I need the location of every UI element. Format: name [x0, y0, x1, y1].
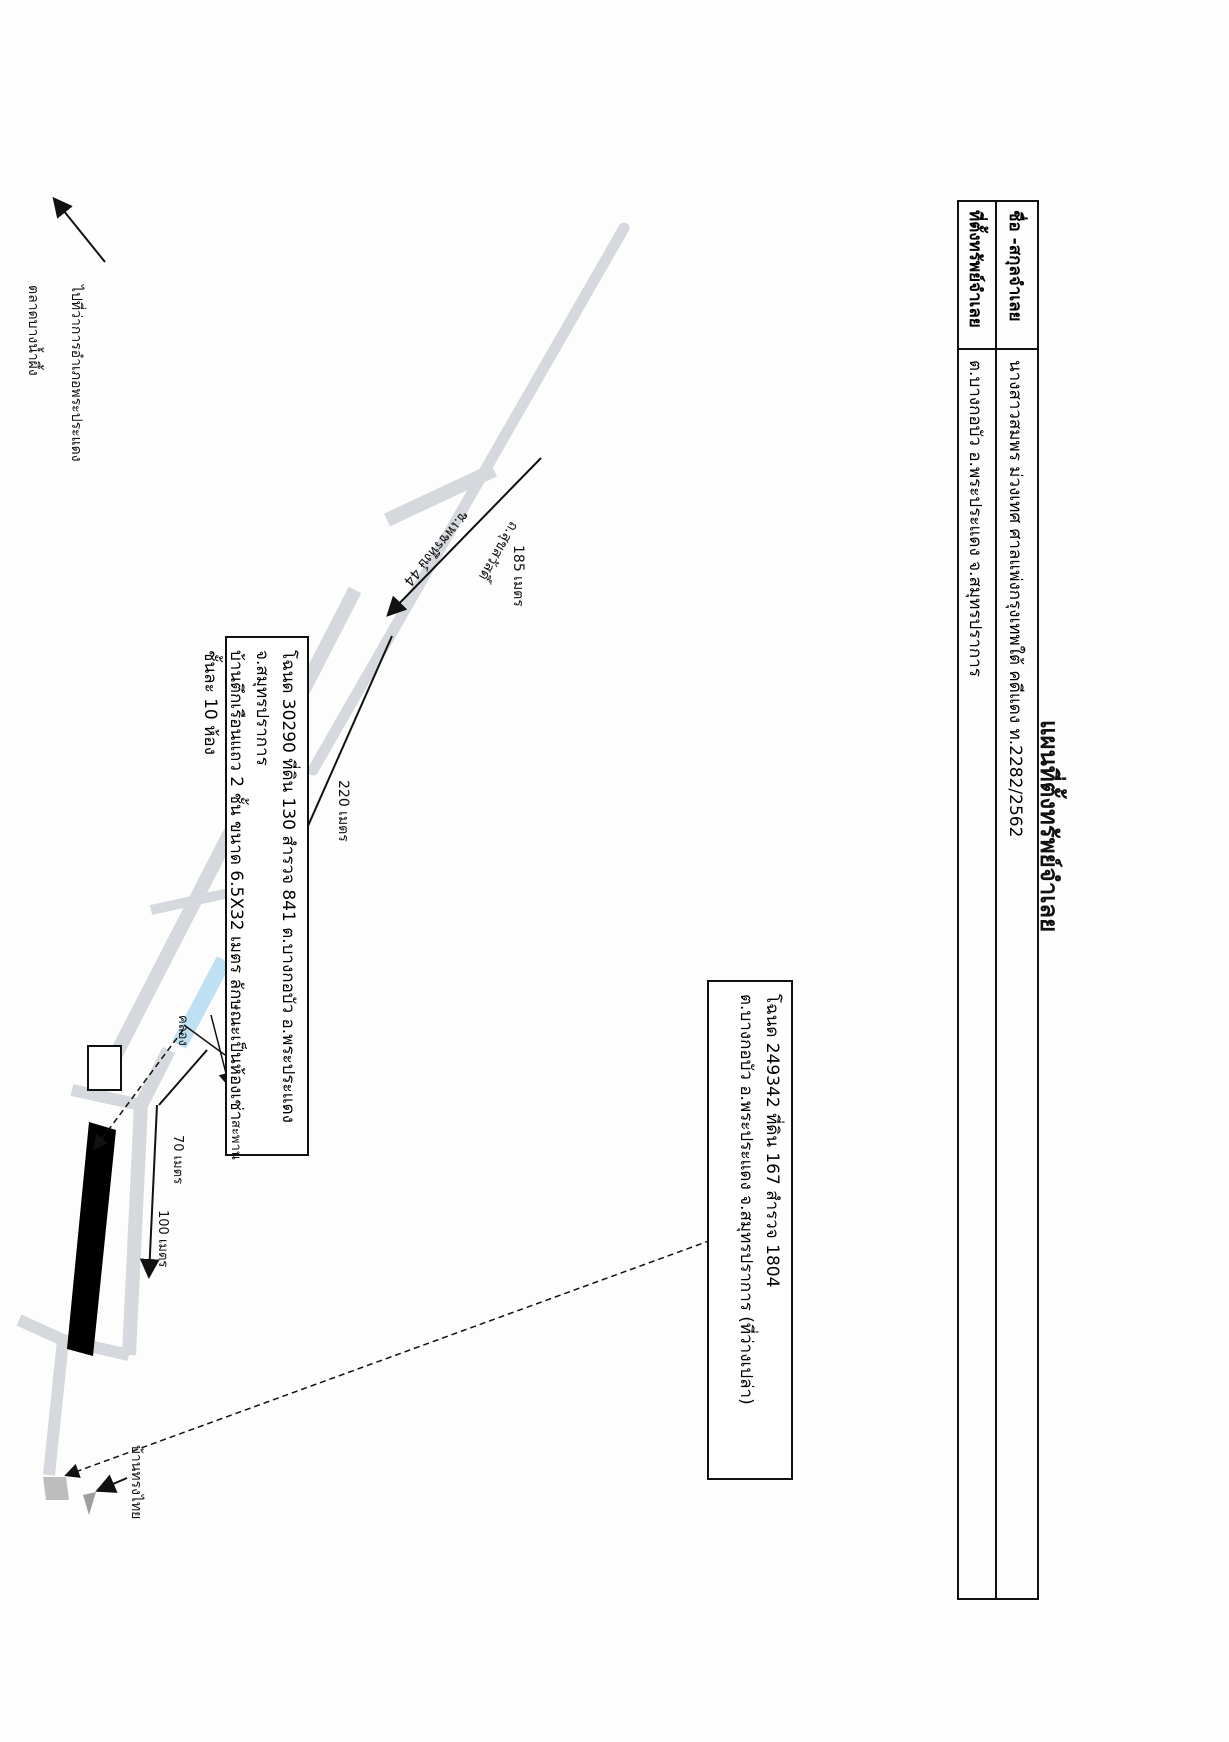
property-road [134, 1046, 176, 1109]
pointer-bridge [183, 1024, 226, 1056]
pointer-landmark [95, 1474, 128, 1493]
deed-box-building: โฉนด 30290 ที่ดิน 130 สำรวจ 841 ต.บางกอบ… [200, 636, 309, 1156]
direction-label-2: ตลาดบางน้ำผึ้ง [25, 285, 41, 376]
arrow-70 [158, 1049, 208, 1106]
small-lot [87, 1045, 122, 1091]
distance-70-label: 70 เมตร [170, 1135, 185, 1185]
distance-220-label: 220 เมตร [335, 780, 351, 842]
landmark-triangle [83, 1492, 96, 1515]
property-road-6 [16, 1314, 66, 1346]
deed-box-2-line2: บ้านตึกเรือนแถว 2 ชั้น ขนาด 6.5X32 เมตร … [200, 650, 246, 1121]
direction-label-1: ไปที่ว่าการอำเภอพระประแดง [68, 285, 84, 462]
bridge-label: สะพาน [228, 1120, 243, 1160]
building-block [67, 1122, 116, 1356]
distance-100-label: 100 เมตร [155, 1210, 170, 1268]
info-row-name: ชื่อ -สกุลจำเลย นางสาวสมพร ม่วงเทศ ศาลแพ… [995, 202, 1037, 1598]
empty-lot [43, 1477, 69, 1500]
info-table: ชื่อ -สกุลจำเลย นางสาวสมพร ม่วงเทศ ศาลแพ… [957, 200, 1039, 1600]
branch-road [149, 888, 231, 915]
canal [171, 956, 232, 1049]
deed-box-empty-lot: โฉนด 249342 ที่ดิน 167 สำรวจ 1804 ต.บางก… [707, 980, 793, 1480]
arrow-100 [139, 1104, 160, 1279]
main-road [307, 222, 630, 776]
location-value: ต.บางกอบัว อ.พระประแดง จ.สมุทรปราการ [965, 360, 985, 677]
direction-arrow [52, 196, 106, 263]
arrow-185 [386, 457, 542, 617]
info-row-location: ที่ตั้งทรัพย์จำเลย ต.บางกอบัว อ.พระประแด… [957, 202, 997, 1598]
soi-road [384, 463, 497, 527]
property-road-5 [43, 1339, 69, 1476]
name-value: นางสาวสมพร ม่วงเทศ ศาลแพ่งกรุงเทพใต้ คดี… [1005, 360, 1025, 838]
distance-185-label: 185 เมตร [510, 545, 526, 607]
location-label: ที่ตั้งทรัพย์จำเลย [957, 202, 997, 350]
property-road-2 [122, 1104, 148, 1356]
landmark-label: บ้านทรงไทย [128, 1445, 144, 1520]
dashed-pointer-building [93, 1029, 184, 1151]
name-label: ชื่อ -สกุลจำเลย [997, 202, 1037, 350]
property-road-3 [70, 1084, 143, 1111]
deed-box-2-line1: โฉนด 30290 ที่ดิน 130 สำรวจ 841 ต.บางกอบ… [252, 650, 298, 1123]
deed-box-1-line1: โฉนด 249342 ที่ดิน 167 สำรวจ 1804 [762, 994, 782, 1288]
canal-label: คลอง [175, 1015, 190, 1046]
deed-box-1-line2: ต.บางกอบัว อ.พระประแดง จ.สมุทรปราการ (ที… [736, 994, 756, 1405]
